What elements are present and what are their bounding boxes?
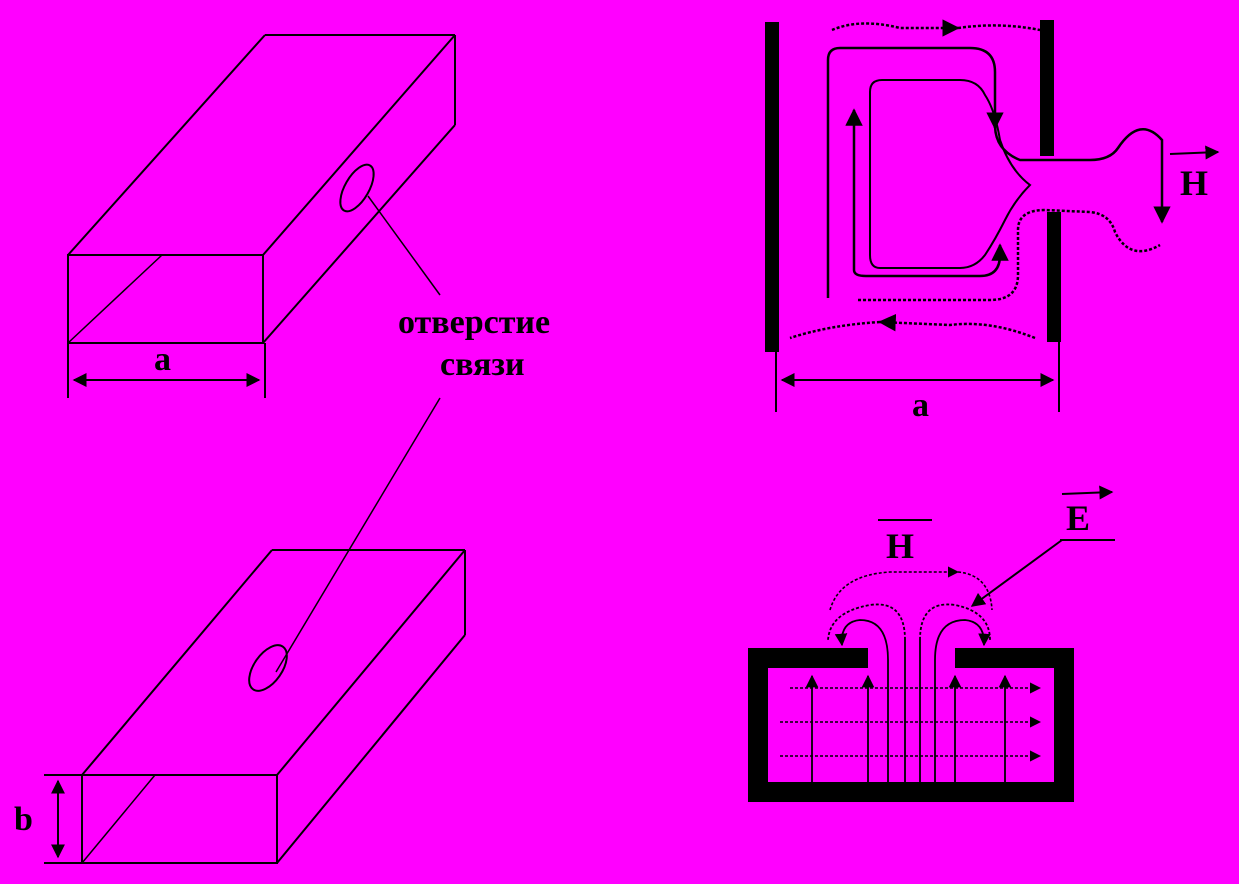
waveguide-box-top: [67, 34, 456, 344]
coupling-hole-top: [248, 644, 288, 692]
label-dim-a-right: a: [912, 387, 929, 424]
electric-field-lines: [805, 603, 1012, 782]
cross-section-top: [765, 20, 1061, 352]
label-hole-line2: связи: [440, 346, 525, 383]
label-field-h-bottom: H: [886, 526, 915, 566]
cross-section-bottom: [748, 648, 1074, 802]
dimension-b: [44, 774, 82, 864]
vector-arrows-bottom: [878, 485, 1115, 607]
magnetic-field-lines-top: [789, 19, 1171, 340]
dimension-a-left: [67, 343, 266, 398]
vector-arrow-h-top: [1169, 145, 1220, 160]
magnetic-field-lines-bottom: [780, 566, 1042, 762]
coupling-hole-side: [339, 163, 375, 213]
label-dim-a-left: a: [154, 341, 171, 378]
label-field-e: E: [1066, 498, 1091, 538]
waveguide-box-bottom: [81, 549, 466, 864]
leader-lines: [275, 195, 441, 673]
label-hole-line1: отверстие: [398, 304, 551, 341]
label-dim-b: b: [14, 801, 33, 838]
dimension-a-right: [775, 340, 1060, 412]
label-field-h-top: H: [1180, 163, 1209, 203]
